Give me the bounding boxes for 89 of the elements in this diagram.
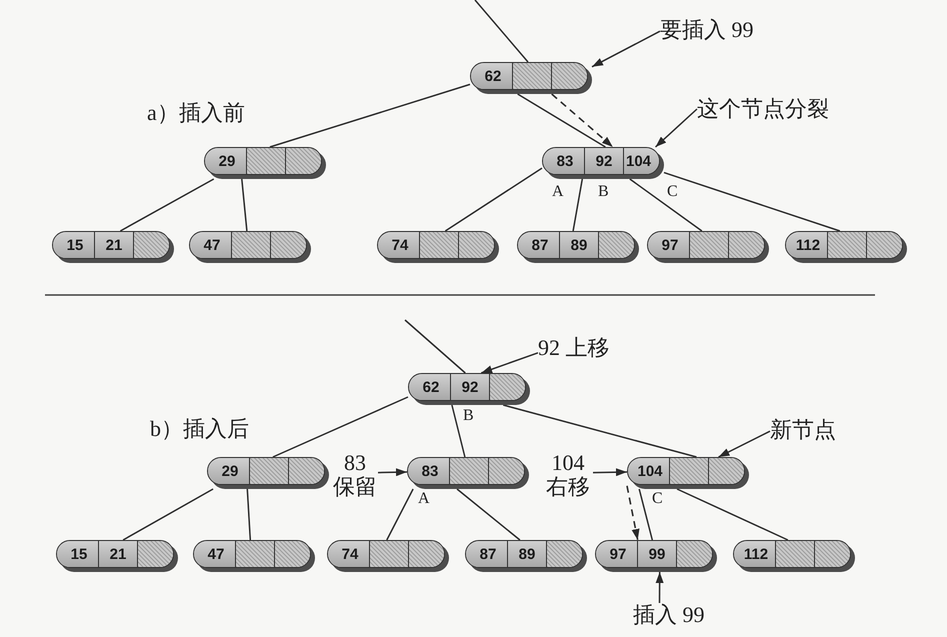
callout-text: 新节点 [770,418,836,442]
b-tree-node [189,231,311,263]
key-text: 83 [422,464,438,478]
b-tree-node [204,147,326,179]
key-text: 29 [218,154,236,168]
arrow [592,30,660,68]
arrow [718,430,770,458]
letter-label: C [652,491,663,507]
b-tree-node [470,62,592,94]
key-text: 89 [570,238,588,252]
key-text: 74 [392,238,408,252]
letter-label: C [667,184,678,200]
letter-label: A [418,491,430,507]
b-tree-node [647,231,769,263]
b-tree-node [193,540,315,572]
tree-link [503,404,697,458]
key-text: 15 [66,238,84,252]
dashed-arrow [551,93,614,148]
key-text: 104 [626,154,652,168]
letter-label: B [598,184,609,200]
tree-link [456,488,520,541]
tree-link [629,178,702,232]
key-text: 112 [796,238,820,252]
tree-link [474,0,529,62]
key-text: 104 [637,464,663,478]
b-tree-node [785,231,907,263]
key-text: 92 [462,380,478,394]
letter-label: B [463,408,474,424]
key-text: 29 [222,464,238,478]
letter-label: A [552,184,564,200]
b-tree-node [595,540,717,572]
b-tree-node [207,457,329,489]
tree-link [638,488,654,540]
tree-link [246,488,252,540]
arrow [480,352,538,374]
key-text: 47 [208,546,224,562]
b-tree-node [627,457,749,489]
panel-label: b）插入后 [150,417,249,441]
b-tree-node [408,373,530,405]
b-tree-node [327,540,449,572]
tree-link [386,488,414,540]
key-text: 89 [518,546,536,562]
callout-text: 插入 99 [633,603,704,627]
tree-link [270,84,470,148]
key-text: 92 [596,154,612,168]
dashed-arrow [626,486,640,540]
b-tree-node [407,457,529,489]
panel-label: a）插入前 [147,101,245,125]
key-text: 47 [204,238,220,252]
tree-link [122,488,214,541]
arrow [592,468,628,476]
b-tree-node [517,231,639,263]
tree-link [241,178,248,232]
key-text: 21 [110,546,126,562]
callout-text: 104 右移 [543,451,593,499]
b-tree-node [56,540,178,572]
key-text: 97 [662,238,678,252]
key-text: 62 [484,68,502,84]
b-tree-node [465,540,587,572]
key-text: 15 [70,546,88,562]
tree-link [676,488,788,541]
key-text: 112 [744,546,768,562]
tree-link [120,178,214,232]
tree-link [404,319,466,374]
tree-link [444,167,542,232]
arrow [655,108,698,148]
tree-link [664,172,840,232]
key-text: 87 [480,546,496,562]
b-tree-node [542,147,664,179]
key-text: 99 [648,546,666,562]
tree-link [451,404,466,458]
key-text: 97 [610,546,626,562]
tree-link [272,396,408,458]
callout-text: 这个节点分裂 [697,97,829,121]
arrow [656,572,664,603]
b-tree-node [377,231,499,263]
key-text: 83 [556,154,574,168]
b-tree-node [733,540,855,572]
callout-text: 83 保留 [332,451,378,499]
tree-link [517,93,606,148]
callout-text: 要插入 99 [660,18,754,42]
key-text: 62 [422,380,440,394]
tree-link [572,178,584,232]
key-text: 74 [342,546,358,562]
key-text: 87 [532,238,548,252]
key-text: 21 [106,238,122,252]
b-tree-node [52,231,174,263]
arrow [378,468,408,476]
callout-text: 92 上移 [538,336,610,360]
